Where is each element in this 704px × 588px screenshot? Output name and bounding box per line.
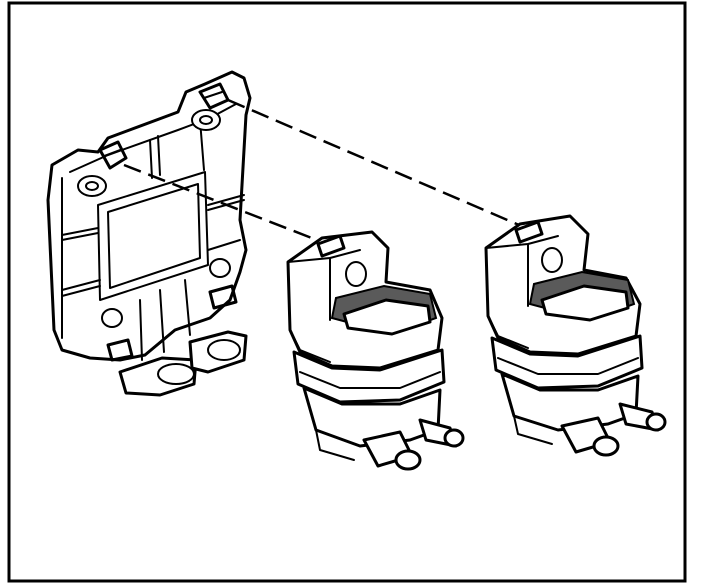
ignition-coil-right bbox=[484, 214, 667, 457]
alignment-line-to-right-coil bbox=[227, 98, 527, 230]
bracket-connector-left bbox=[118, 356, 198, 397]
right-coil-tower-1 bbox=[560, 416, 620, 457]
alignment-line-to-left-coil bbox=[123, 163, 323, 244]
bracket-connector-right bbox=[188, 330, 248, 374]
mounting-bracket bbox=[46, 70, 252, 397]
right-coil-tower-2 bbox=[618, 402, 667, 432]
left-coil-tower-1 bbox=[362, 430, 422, 471]
ignition-coil-left bbox=[286, 230, 465, 471]
alignment-lines bbox=[123, 98, 527, 244]
left-coil-tower-2 bbox=[418, 418, 465, 448]
